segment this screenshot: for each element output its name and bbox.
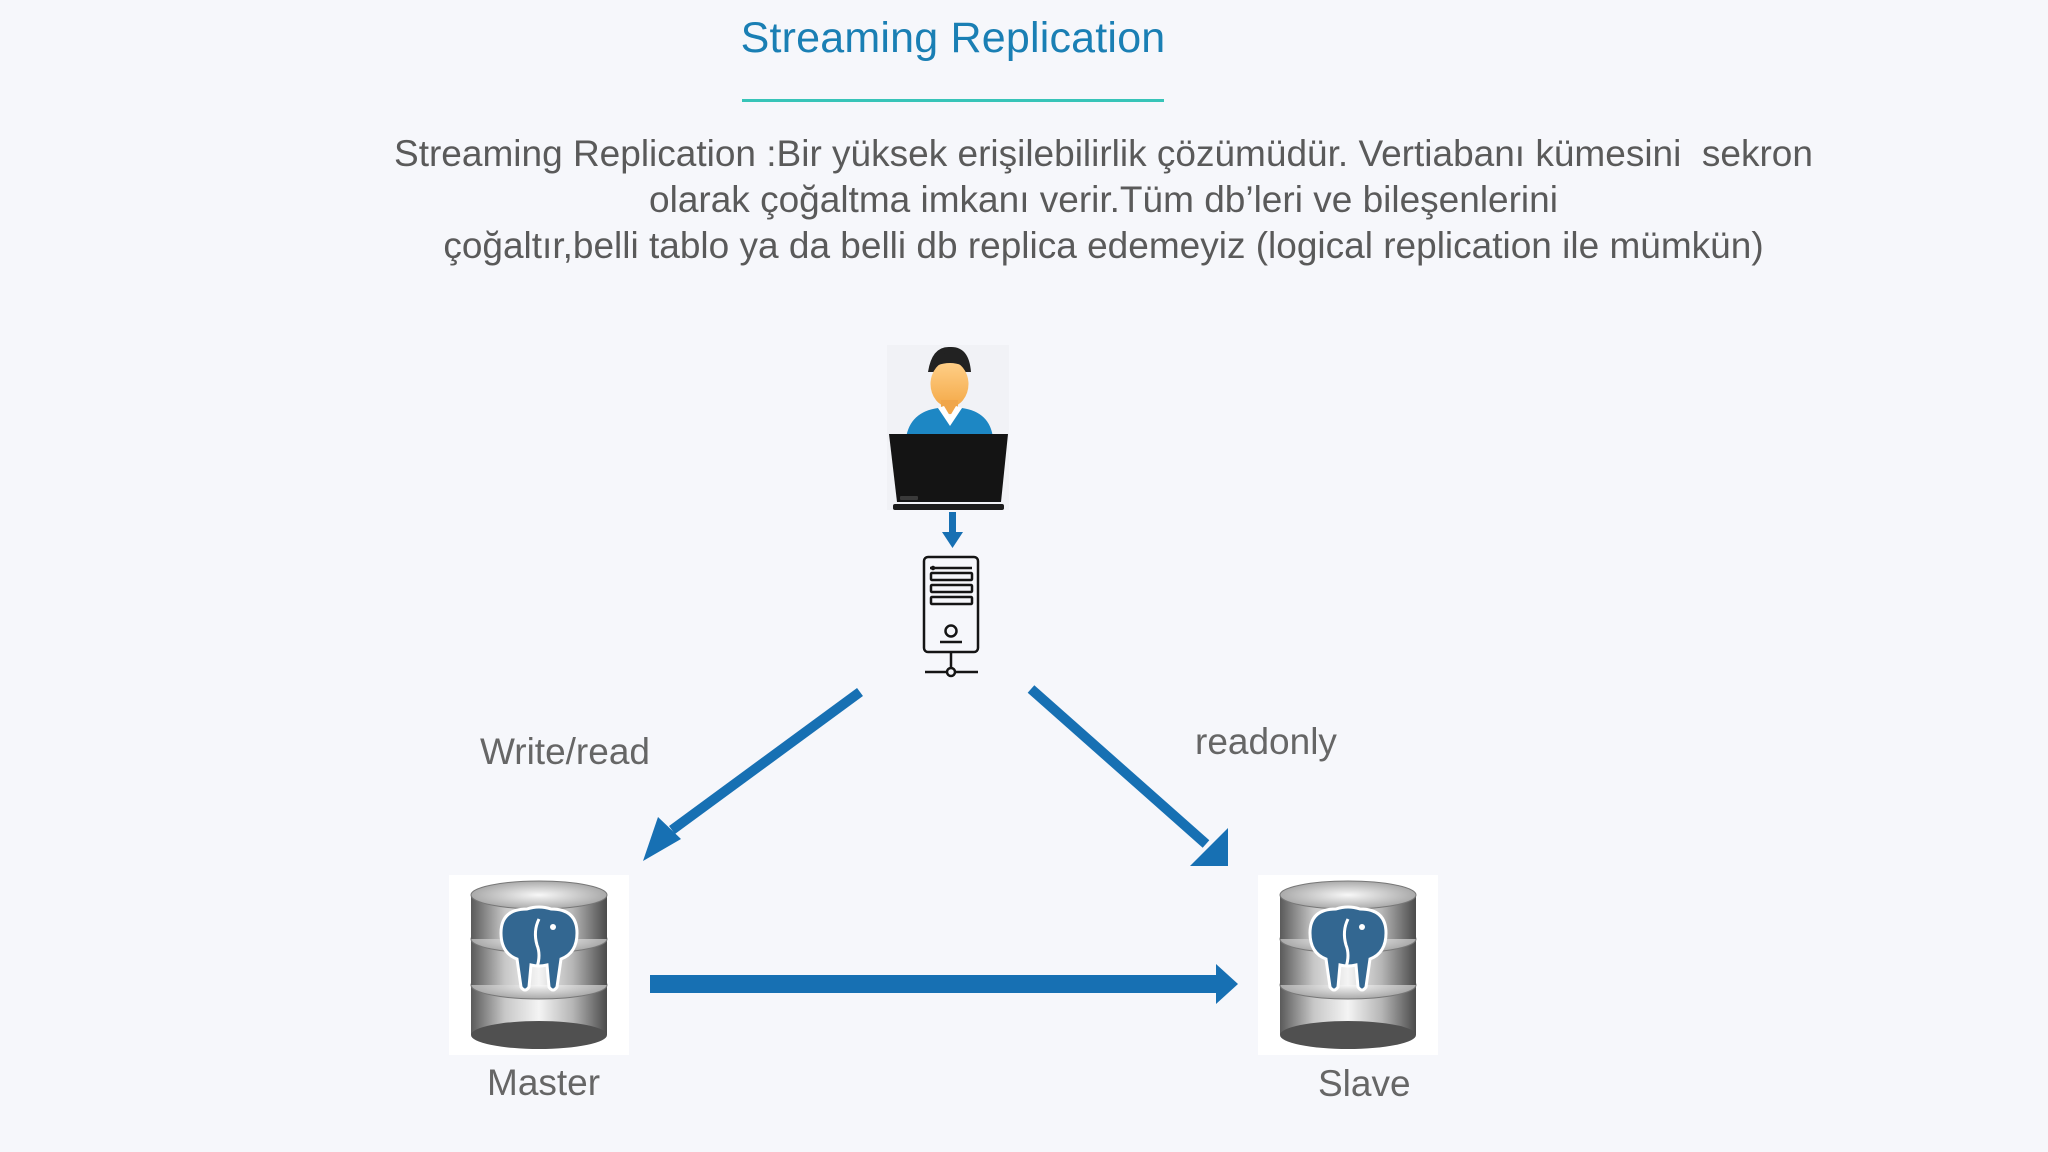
readonly-arrow (1027, 685, 1228, 866)
user-to-server-arrow (942, 512, 963, 548)
replication-arrow (650, 964, 1238, 1004)
write-read-arrow (643, 687, 863, 861)
description-line-1: Streaming Replication :Bir yüksek erişil… (394, 133, 1813, 174)
slave-label: Slave (1318, 1063, 1411, 1104)
write-read-label: Write/read (480, 731, 650, 772)
description-line-3: çoğaltır,belli tablo ya da belli db repl… (443, 225, 1764, 266)
description-line-2: olarak çoğaltma imkanı verir.Tüm db’leri… (649, 179, 1558, 220)
user-laptop-icon (887, 345, 1009, 510)
description-text: Streaming Replication :Bir yüksek erişil… (340, 131, 1867, 269)
postgresql-elephant-icon (499, 905, 579, 992)
slave-database-icon (1258, 875, 1438, 1055)
slide-title: Streaming Replication (740, 14, 1166, 62)
master-database-icon (449, 875, 629, 1055)
master-label: Master (487, 1062, 601, 1103)
server-icon (922, 555, 980, 678)
title-underline (742, 99, 1164, 102)
readonly-label: readonly (1195, 721, 1337, 762)
postgresql-elephant-icon (1308, 905, 1388, 992)
